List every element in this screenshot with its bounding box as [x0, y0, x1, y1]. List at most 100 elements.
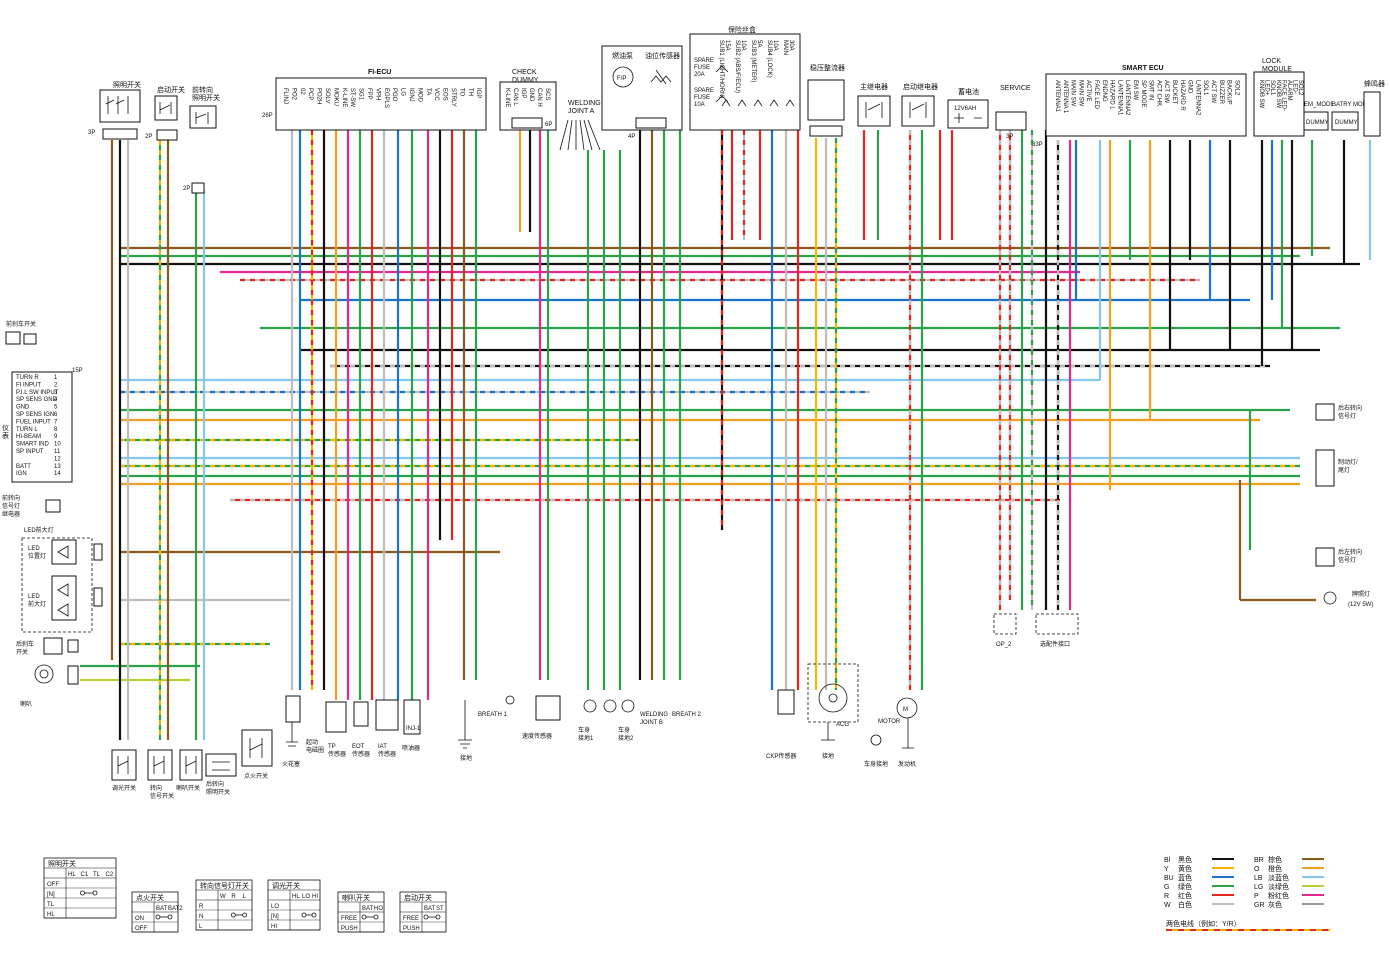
meter-pin-number: 5 — [54, 405, 58, 411]
switch-table-row: L — [199, 924, 203, 930]
fuel-pump-level-sensor: 燃油泵 油位传感器 F/P 4P — [601, 45, 683, 140]
svg-text:12V6AH: 12V6AH — [954, 106, 976, 112]
svg-text:33P: 33P — [1032, 142, 1043, 148]
ignition-switch: 点火开关 — [241, 729, 273, 780]
meter-pin-number: 3 — [54, 390, 58, 396]
legend-name: 黑色 — [1178, 855, 1192, 864]
svg-text:主继电器: 主继电器 — [860, 82, 888, 91]
meter-pin-number: 11 — [54, 449, 61, 455]
svg-text:BREATH 2: BREATH 2 — [672, 712, 702, 718]
motor-icon — [896, 697, 918, 719]
smart-ecu-pin-label: SOL2 — [1233, 80, 1239, 96]
legend-name: 白色 — [1178, 900, 1192, 909]
legend-code: P — [1254, 893, 1259, 900]
acg-icon — [818, 683, 848, 713]
svg-text:起动电磁圈: 起动电磁圈 — [306, 738, 324, 754]
breath-2: BREATH 2 — [672, 712, 702, 718]
tail-light: 制动灯/尾灯 — [1315, 449, 1358, 487]
svg-text:DUMMY: DUMMY — [1306, 120, 1329, 126]
meter-pin-label: IGN — [16, 471, 27, 477]
legend-code: BR — [1254, 857, 1264, 864]
fuse-label: SPARE — [694, 88, 714, 94]
ecu-pin-label: STRLY — [450, 88, 456, 107]
switch-table-row: PUSH — [403, 926, 420, 932]
ecu-pin-label: VPH — [374, 88, 380, 100]
buzzer: 蜂鸣器 — [1363, 79, 1385, 137]
switch-table-col: L — [243, 894, 247, 900]
headlight-switch: 照明开关 3P — [88, 80, 141, 140]
switch-table-title: 喇叭开关 — [342, 893, 370, 902]
switch-table-col: HL — [68, 872, 76, 878]
main-relay: 主继电器 — [857, 82, 891, 127]
switch-table-col: BAT — [424, 906, 436, 912]
switch-table-col: W — [220, 894, 226, 900]
svg-text:SERVICE: SERVICE — [1000, 85, 1031, 92]
smart-ecu-pin-label: BACKUP — [1226, 80, 1232, 105]
fuse-label: SUB4 (LOCK) — [766, 40, 772, 78]
rear-turn-switch: 后转向照明开关 — [205, 753, 237, 796]
svg-text:制动灯/尾灯: 制动灯/尾灯 — [1338, 458, 1358, 474]
fuel-pump-icon — [612, 66, 634, 88]
meter-body — [11, 371, 73, 483]
ecu-pin-label: TH — [467, 88, 473, 96]
meter-pin-number: 8 — [54, 427, 58, 433]
svg-text:蓄电池: 蓄电池 — [958, 87, 979, 96]
ecu-pin-label: FLINJ — [282, 88, 288, 104]
switch-table-col: BAT — [362, 906, 374, 912]
service-connector: SERVICE 3P — [995, 85, 1031, 140]
horn: 喇叭 — [20, 664, 79, 708]
svg-text:接地: 接地 — [460, 754, 472, 762]
legend-code: LG — [1254, 884, 1263, 891]
meter-pin-label: SP INPUT — [16, 449, 44, 455]
lock-pin-label: SOL1 — [1269, 80, 1275, 96]
smart-ecu-pin-label: HAZARD R — [1179, 80, 1185, 111]
ecu-pin-label: PO2H — [316, 88, 322, 104]
smart-ecu-pin-label: SMT IN — [1148, 80, 1154, 100]
breath-1: BREATH 1 — [478, 695, 515, 718]
ecu-pin-label: FPP — [366, 88, 372, 100]
switch-table-title: 启动开关 — [404, 893, 432, 902]
ecu-pin-label: EOS — [442, 88, 448, 101]
svg-text:LED前大灯: LED前大灯 — [24, 526, 54, 534]
meter-pin-label: BATT — [16, 464, 31, 470]
legend-name: 蓝色 — [1178, 873, 1192, 882]
ecu-pin-label: EGPLS — [383, 88, 389, 108]
dummy-pin-label: CAN L — [512, 88, 518, 106]
smart-ecu-pin-label: SOL1 — [1202, 80, 1208, 96]
switch-table-row: OFF — [135, 926, 147, 932]
svg-text:2P: 2P — [145, 134, 152, 140]
switch-table-col: LO — [302, 894, 310, 900]
headlight-switch-title: 照明开关 — [113, 80, 141, 89]
legend-code: Y — [1164, 866, 1169, 873]
smart-ecu-pin-label: BUZZER — [1218, 80, 1224, 105]
smart-ecu-pin-label: LANTENNA2 — [1194, 80, 1200, 116]
smart-ecu-pin-label: ACTIVE — [1085, 80, 1091, 102]
switch-table-title: 照明开关 — [48, 859, 76, 868]
starter-coil: 起动电磁圈 — [285, 695, 324, 754]
svg-text:燃油泵: 燃油泵 — [612, 51, 633, 60]
fuse-label: SUB1 (LIGHT/HORN) — [718, 40, 724, 98]
svg-text:3P: 3P — [1006, 134, 1013, 140]
fuse-label: 20A — [694, 72, 705, 78]
switch-table-col: HO — [374, 906, 383, 912]
two-color-note: 两色电线（例如：Y/R） — [1166, 919, 1241, 928]
svg-text:DUMMY: DUMMY — [1335, 120, 1358, 126]
svg-text:INJ-1: INJ-1 — [406, 726, 421, 732]
ecu-pin-label: MOD — [416, 88, 422, 103]
meter-pin-number: 13 — [54, 464, 61, 470]
em-mode: EM_MODE DUMMY — [1303, 102, 1334, 131]
svg-text:MOTOR: MOTOR — [878, 719, 901, 725]
smart-ecu-pin-label: ANTENNA1 — [1054, 80, 1060, 113]
switch-table-col: HI — [312, 894, 318, 900]
switch-table-row: OFF — [47, 882, 59, 888]
lock-pin-label: FACE LED- — [1280, 80, 1286, 111]
meter-pin-label: FUEL INPUT — [16, 419, 51, 425]
smart-ecu-body — [1045, 73, 1247, 137]
svg-text:(12V 5W): (12V 5W) — [1348, 602, 1373, 608]
